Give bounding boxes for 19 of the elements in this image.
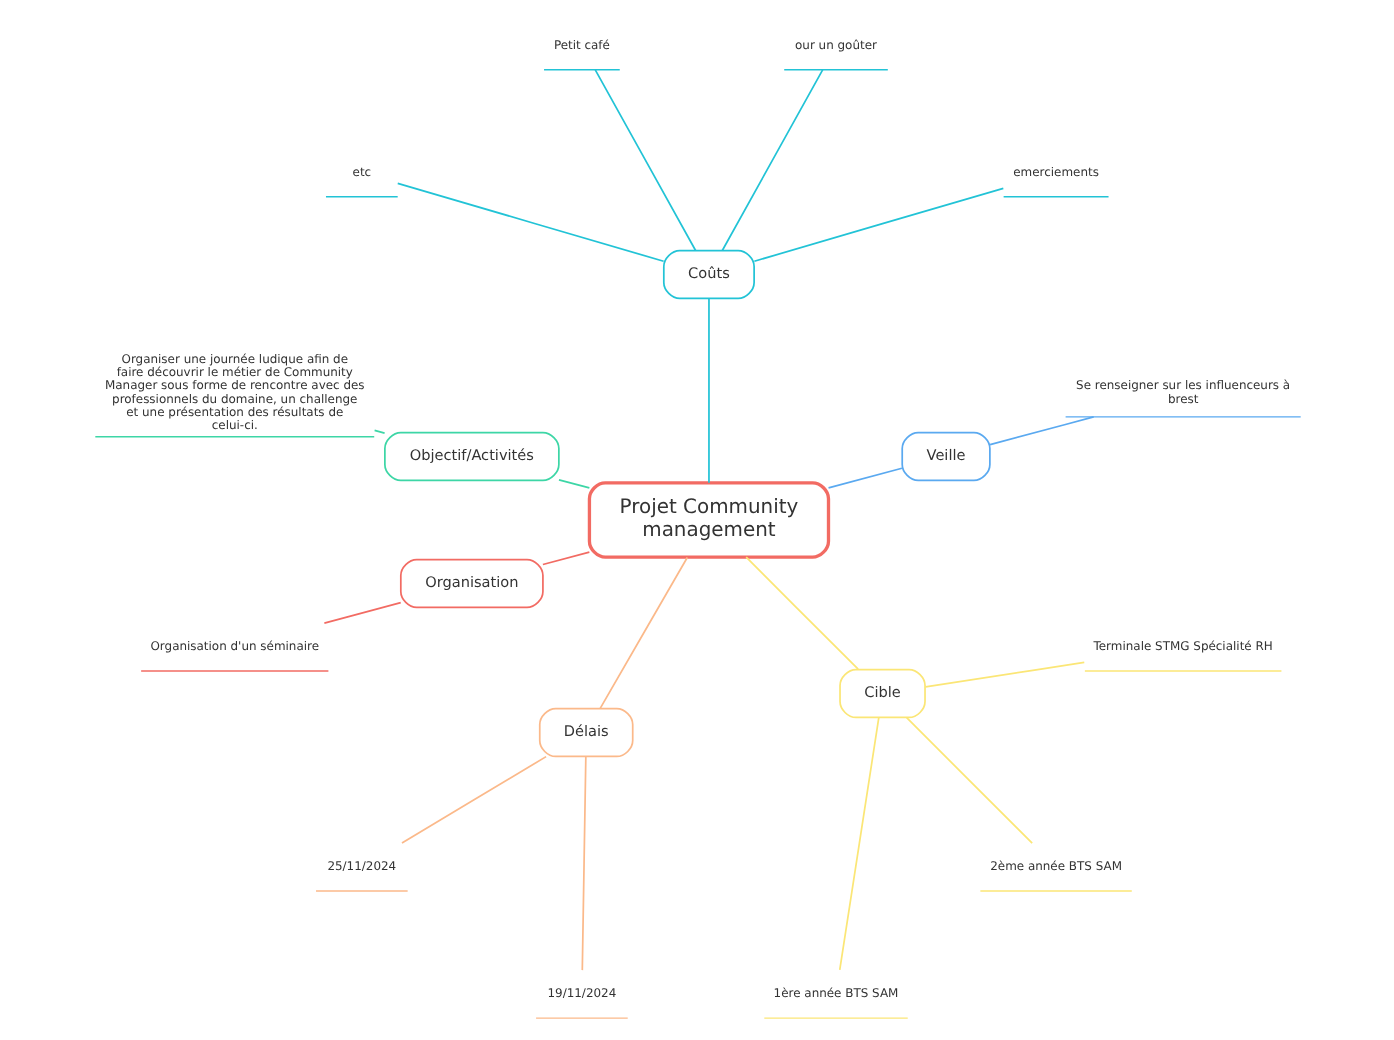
connector [598,556,688,710]
connector [593,69,696,252]
connector [322,601,401,624]
connector [557,478,590,489]
connector [752,187,1004,263]
connector [580,755,586,971]
connector [400,755,546,844]
connector [837,716,879,971]
connector [395,182,664,263]
connector [744,556,859,671]
connector [720,69,823,252]
connector [988,416,1094,446]
node-box: Projet Community management [586,481,830,559]
connector [707,297,709,484]
connector [372,429,385,434]
connector [904,716,1033,845]
connector [923,661,1085,688]
connector [541,551,590,566]
connector [826,467,902,489]
